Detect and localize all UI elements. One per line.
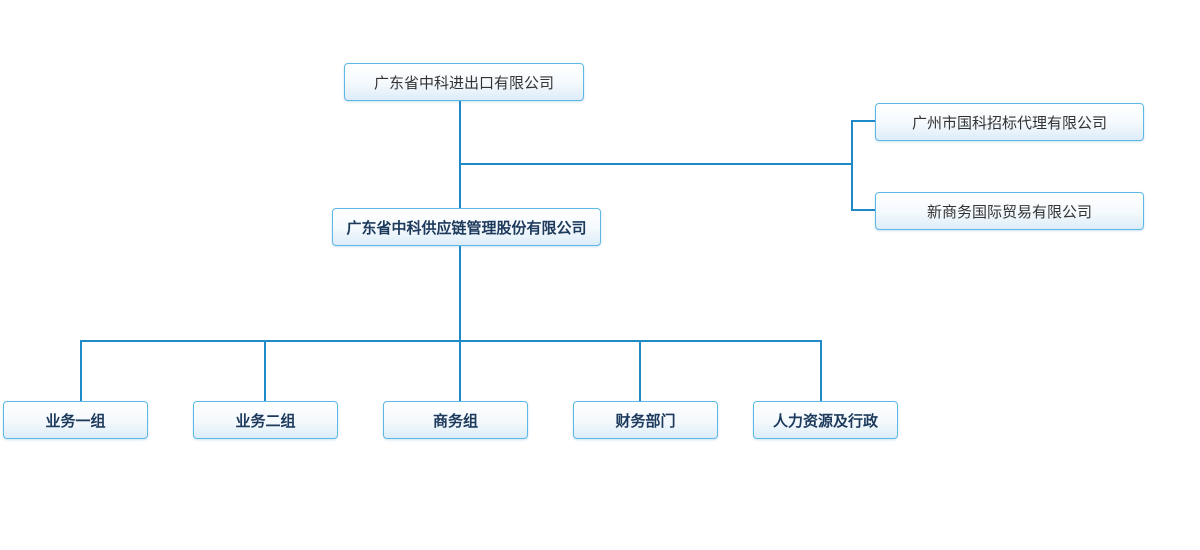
node-main-company: 广东省中科供应链管理股份有限公司 bbox=[332, 208, 601, 246]
node-parent-company: 广东省中科进出口有限公司 bbox=[344, 63, 584, 101]
node-affiliate-2: 新商务国际贸易有限公司 bbox=[875, 192, 1144, 230]
node-department-5: 人力资源及行政 bbox=[753, 401, 898, 439]
node-department-3: 商务组 bbox=[383, 401, 528, 439]
node-department-2: 业务二组 bbox=[193, 401, 338, 439]
node-affiliate-1: 广州市国科招标代理有限公司 bbox=[875, 103, 1144, 141]
connector-group bbox=[80, 100, 876, 402]
node-department-1: 业务一组 bbox=[3, 401, 148, 439]
node-department-4: 财务部门 bbox=[573, 401, 718, 439]
